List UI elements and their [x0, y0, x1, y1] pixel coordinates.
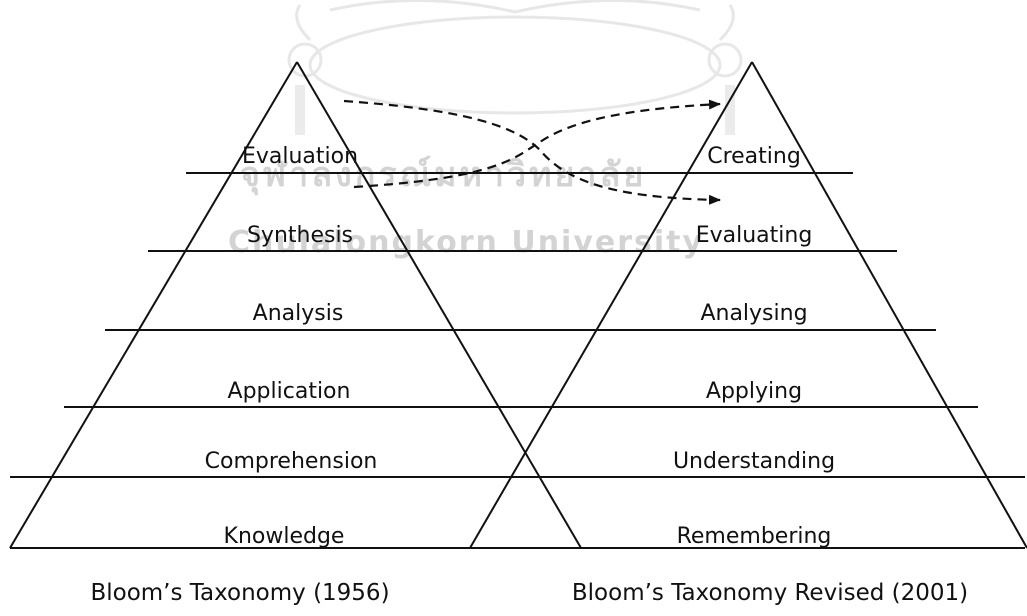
left-level-label-1: Evaluation — [242, 144, 358, 169]
right-level-label-5: Understanding — [673, 449, 835, 474]
right-pyramid-right-edge — [751, 61, 1027, 549]
arrow-synthesis-to-evaluating — [343, 99, 721, 205]
left-pyramid — [9, 61, 582, 549]
right-level-label-3: Analysing — [700, 301, 807, 326]
watermark-thai-text: จุฬาลงกรณ์มหาวิทยาลัย — [240, 155, 646, 196]
arrow-evaluation-to-creating — [353, 99, 721, 189]
right-pyramid — [469, 61, 1027, 549]
level-dividers — [10, 172, 1025, 549]
left-pyramid-caption: Bloom’s Taxonomy (1956) — [90, 580, 389, 606]
right-pyramid-left-edge — [469, 61, 753, 549]
right-level-label-2: Evaluating — [696, 223, 813, 248]
university-seal-watermark — [287, 0, 743, 135]
left-level-labels: Evaluation Synthesis Analysis Applicatio… — [205, 144, 378, 549]
right-level-label-4: Applying — [706, 379, 802, 404]
watermark-english-text: Chulalongkorn University — [228, 225, 704, 260]
left-pyramid-left-edge — [9, 61, 298, 549]
right-pyramid-caption: Bloom’s Taxonomy Revised (2001) — [572, 580, 968, 606]
left-level-label-6: Knowledge — [224, 524, 345, 549]
left-level-label-4: Application — [228, 379, 351, 404]
left-level-label-3: Analysis — [253, 301, 344, 326]
right-level-label-6: Remembering — [677, 524, 832, 549]
right-level-label-1: Creating — [707, 144, 801, 169]
mapping-arrows — [343, 99, 721, 205]
left-level-label-5: Comprehension — [205, 449, 378, 474]
left-level-label-2: Synthesis — [247, 223, 353, 248]
right-level-labels: Creating Evaluating Analysing Applying U… — [673, 144, 835, 549]
left-pyramid-right-edge — [296, 61, 582, 549]
